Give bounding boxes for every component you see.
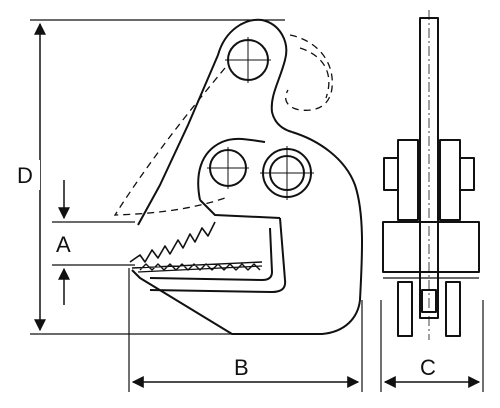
side-body-block xyxy=(382,221,480,273)
pivot-holes xyxy=(207,37,314,200)
lifting-eye-outline xyxy=(137,18,293,226)
dimension-a: A xyxy=(52,180,135,305)
side-leg-left xyxy=(397,281,413,337)
d-label-bg xyxy=(14,160,40,190)
cam-teeth xyxy=(129,221,216,263)
side-leg-right xyxy=(445,281,461,337)
side-plate-right xyxy=(439,139,461,221)
side-plate-left xyxy=(397,139,419,221)
clamp-front-view xyxy=(129,18,364,335)
dimension-label-b: B xyxy=(234,355,249,380)
lower-jaw-outline xyxy=(149,217,287,293)
bolt-head-left xyxy=(383,157,399,191)
dashed-lever-diagonal xyxy=(113,67,226,216)
dimension-d: D xyxy=(14,19,285,335)
clamp-body-outline xyxy=(131,131,364,335)
clamp-throat-upper xyxy=(197,137,281,219)
dimension-c: C xyxy=(380,300,484,392)
dimension-b: B xyxy=(128,268,363,392)
dashed-lever-outer xyxy=(285,34,333,111)
lower-jaw-inner xyxy=(149,227,273,281)
bolt-head-right xyxy=(459,157,475,191)
b-label-bg xyxy=(230,352,256,378)
lever-alternate-position xyxy=(113,34,333,216)
dimension-label-c: C xyxy=(420,355,436,380)
dimension-label-a: A xyxy=(56,232,71,257)
pad-teeth xyxy=(131,261,263,271)
dashed-lever-inner xyxy=(299,47,330,99)
clamp-side-view xyxy=(382,17,480,337)
dimension-label-d: D xyxy=(17,163,33,188)
pad-base-line xyxy=(137,265,263,273)
